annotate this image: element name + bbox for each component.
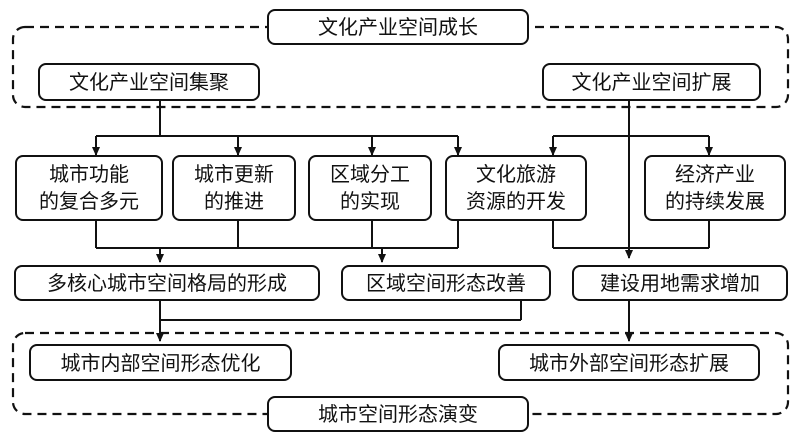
- node-regional-label: 区域空间形态改善: [366, 271, 526, 295]
- node-division-line2: 的实现: [340, 189, 400, 213]
- node-tourism-resources: 文化旅游 资源的开发: [445, 155, 587, 221]
- node-cluster: 文化产业空间集聚: [38, 63, 260, 101]
- node-division-line1: 区域分工: [330, 162, 410, 186]
- node-regional-form: 区域空间形态改善: [341, 265, 551, 301]
- node-external-expansion: 城市外部空间形态扩展: [498, 344, 760, 381]
- node-expand-label: 文化产业空间扩展: [571, 70, 732, 94]
- node-function-line1: 城市功能: [49, 162, 129, 186]
- node-land-label: 建设用地需求增加: [600, 271, 760, 295]
- node-function-line2: 的复合多元: [39, 189, 139, 213]
- node-economy-line1: 经济产业: [675, 162, 755, 186]
- node-economy-line2: 的持续发展: [665, 189, 765, 213]
- node-renewal-line1: 城市更新: [194, 162, 274, 186]
- node-tourism-line1: 文化旅游: [476, 162, 556, 186]
- node-renewal-line2: 的推进: [204, 189, 264, 213]
- node-external-label: 城市外部空间形态扩展: [529, 350, 729, 375]
- node-tourism-line2: 资源的开发: [466, 189, 566, 213]
- frame-title-bottom: 城市空间形态演变: [267, 396, 529, 432]
- frame-title-top: 文化产业空间成长: [267, 9, 529, 45]
- node-internal-optimization: 城市内部空间形态优化: [29, 344, 292, 381]
- node-expand: 文化产业空间扩展: [542, 63, 761, 101]
- node-multicore-pattern: 多核心城市空间格局的形成: [14, 265, 320, 301]
- node-urban-renewal: 城市更新 的推进: [172, 155, 296, 221]
- node-economic-development: 经济产业 的持续发展: [644, 155, 786, 221]
- frame-title-top-text: 文化产业空间成长: [318, 15, 478, 39]
- frame-title-bottom-text: 城市空间形态演变: [318, 402, 478, 426]
- node-regional-division: 区域分工 的实现: [308, 155, 432, 221]
- node-multicore-label: 多核心城市空间格局的形成: [47, 271, 287, 295]
- node-internal-label: 城市内部空间形态优化: [60, 350, 261, 375]
- node-function-diversity: 城市功能 的复合多元: [15, 155, 163, 221]
- node-land-demand: 建设用地需求增加: [572, 265, 788, 301]
- node-cluster-label: 文化产业空间集聚: [69, 70, 229, 94]
